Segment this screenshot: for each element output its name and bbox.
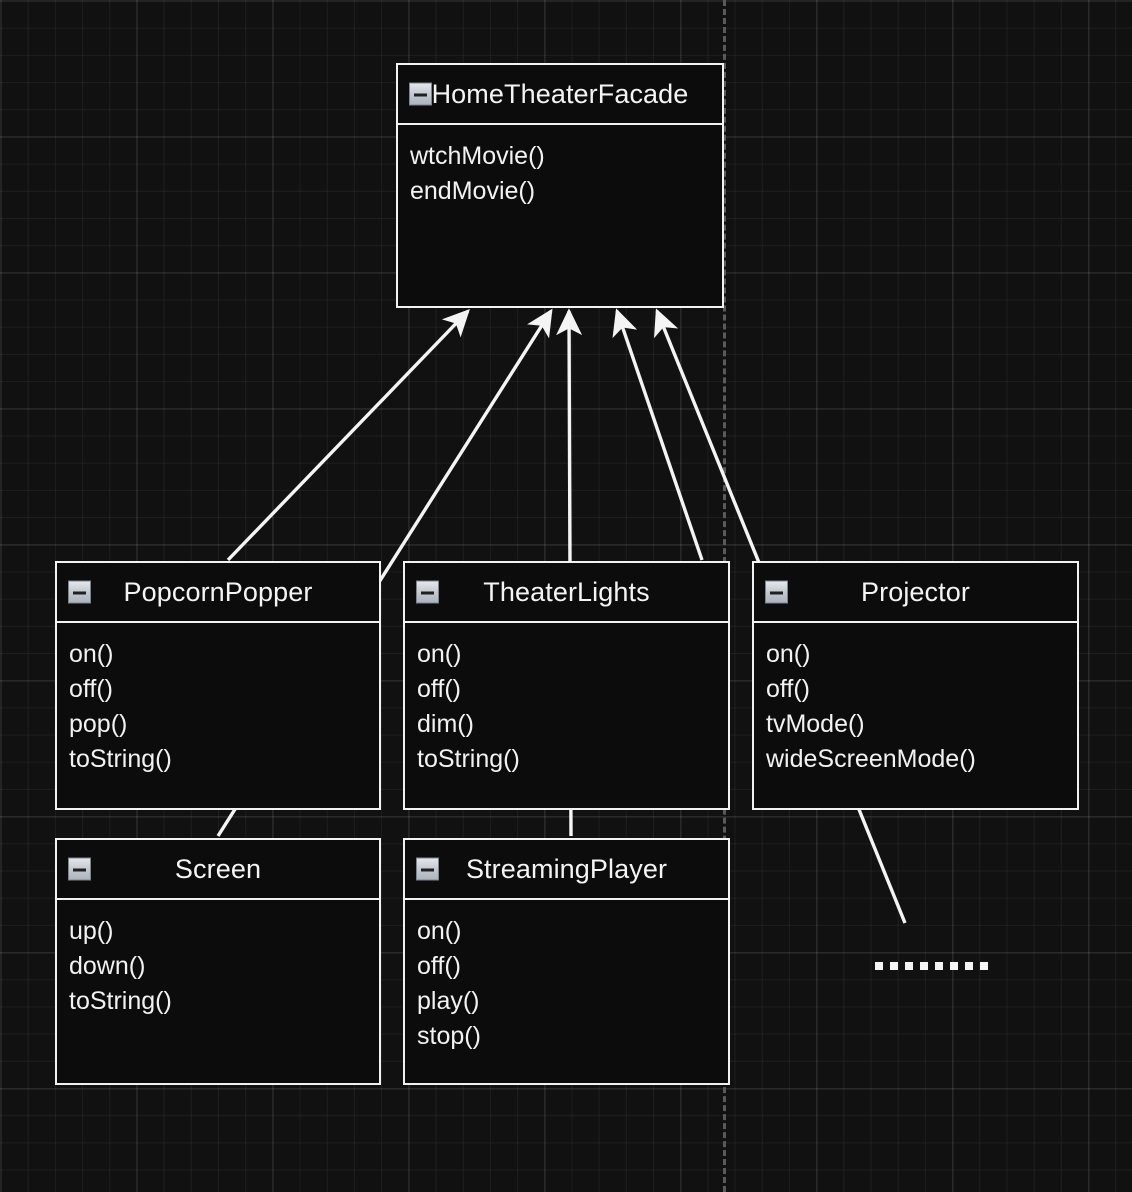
link-lights-to-facade (612, 308, 704, 561)
class-member: off() (417, 675, 461, 703)
class-members: on() off() pop() toString() (57, 623, 379, 777)
dot (965, 962, 973, 970)
uml-class-home-theater-facade[interactable]: HomeTheaterFacade wtchMovie() endMovie() (396, 63, 724, 308)
class-header[interactable]: PopcornPopper (57, 563, 379, 623)
minus-icon[interactable] (416, 580, 439, 604)
class-header[interactable]: HomeTheaterFacade (398, 65, 722, 125)
class-members: wtchMovie() endMovie() (398, 125, 722, 209)
class-title: TheaterLights (483, 576, 650, 607)
class-members: up() down() toString() (57, 900, 379, 1019)
minus-icon[interactable] (765, 580, 788, 604)
class-member: up() (69, 917, 114, 945)
class-member: toString() (69, 987, 172, 1015)
dotted-connector-stub (875, 962, 988, 970)
class-members: on() off() tvMode() wideScreenMode() (754, 623, 1077, 777)
class-member: off() (417, 952, 461, 980)
class-members: on() off() dim() toString() (405, 623, 728, 777)
class-member: endMovie() (410, 177, 536, 205)
class-member: on() (766, 640, 811, 668)
class-member: toString() (69, 745, 172, 773)
class-member: stop() (417, 1022, 481, 1050)
class-header[interactable]: Projector (754, 563, 1077, 623)
minus-icon[interactable] (68, 580, 91, 604)
class-header[interactable]: Screen (57, 840, 379, 900)
minus-icon[interactable] (416, 857, 439, 881)
uml-class-popcorn-popper[interactable]: PopcornPopper on() off() pop() toString(… (55, 561, 381, 810)
minus-icon[interactable] (68, 857, 91, 881)
uml-class-projector[interactable]: Projector on() off() tvMode() wideScreen… (752, 561, 1079, 810)
class-title: Screen (174, 853, 262, 884)
dot (935, 962, 943, 970)
uml-class-screen[interactable]: Screen up() down() toString() (55, 838, 381, 1085)
class-header[interactable]: StreamingPlayer (405, 840, 728, 900)
class-title: StreamingPlayer (465, 853, 668, 884)
class-title: HomeTheaterFacade (431, 78, 689, 109)
link-popcorn-to-facade (226, 308, 470, 562)
class-member: wideScreenMode() (766, 745, 976, 773)
class-member: on() (69, 640, 114, 668)
dot (890, 962, 898, 970)
dot (980, 962, 988, 970)
class-title: Projector (861, 576, 970, 607)
class-member: pop() (69, 710, 128, 738)
class-member: tvMode() (766, 710, 865, 738)
class-header[interactable]: TheaterLights (405, 563, 728, 623)
class-member: off() (69, 675, 113, 703)
class-member: dim() (417, 710, 474, 738)
class-member: down() (69, 952, 146, 980)
class-member: wtchMovie() (410, 142, 545, 170)
dot (920, 962, 928, 970)
class-member: on() (417, 917, 462, 945)
dot (905, 962, 913, 970)
dot (950, 962, 958, 970)
class-member: on() (417, 640, 462, 668)
class-title: PopcornPopper (123, 576, 313, 607)
minus-icon[interactable] (409, 82, 432, 106)
class-members: on() off() play() stop() (405, 900, 728, 1054)
uml-class-streaming-player[interactable]: StreamingPlayer on() off() play() stop() (403, 838, 730, 1085)
uml-class-theater-lights[interactable]: TheaterLights on() off() dim() toString(… (403, 561, 730, 810)
class-member: play() (417, 987, 480, 1015)
dot (875, 962, 883, 970)
class-member: off() (766, 675, 810, 703)
class-member: toString() (417, 745, 520, 773)
